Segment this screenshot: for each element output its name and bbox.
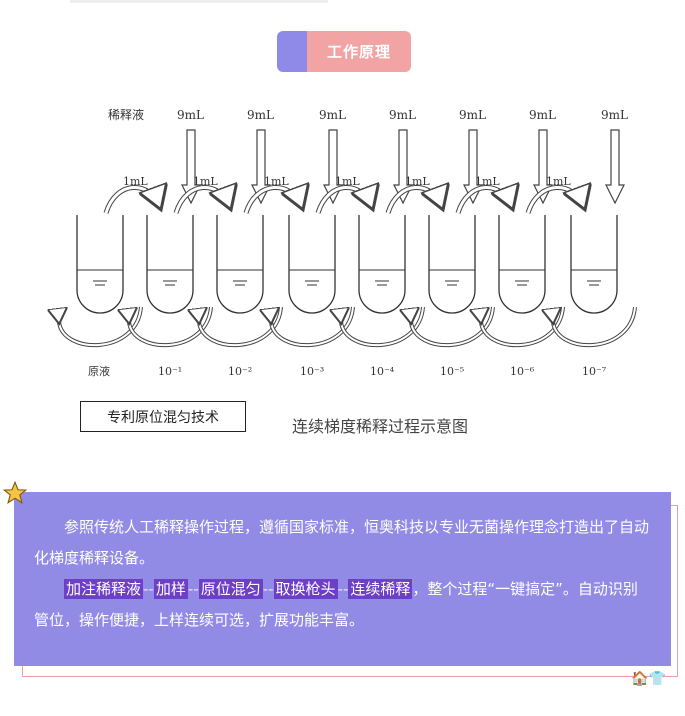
process-steps-paragraph: 加注稀释液--加样--原位混匀--取换枪头--连续稀释，整个过程“一键搞定”。自… <box>34 574 651 636</box>
transfer-arrow <box>455 185 515 214</box>
volume-1ml: 1mL <box>193 175 218 188</box>
test-tube <box>498 215 546 314</box>
step-separator: -- <box>337 580 349 598</box>
step-separator: -- <box>262 580 274 598</box>
patent-technology-box: 专利原位混匀技术 <box>80 401 246 432</box>
step-5: 连续稀释 <box>348 579 413 599</box>
process-tail: ，整个过程“一键搞定”。自动识别管位，操作便捷，上样连续可选，扩展功能丰富。 <box>34 580 638 629</box>
hat-icon: 👕 <box>648 671 666 687</box>
volume-9ml: 9mL <box>601 108 628 122</box>
diluent-arrow <box>393 129 413 205</box>
test-tube <box>358 215 406 314</box>
section-title: 工作原理 <box>307 31 411 72</box>
volume-9ml: 9mL <box>459 108 486 122</box>
transfer-arrow-inner <box>244 187 302 214</box>
section-title-badge: 工作原理 <box>277 31 411 72</box>
step-3: 原位混匀 <box>198 579 263 599</box>
tube-label: 10⁻¹ <box>158 365 182 378</box>
test-tube <box>216 215 264 314</box>
tube-label: 10⁻⁶ <box>510 365 535 378</box>
step-separator: -- <box>187 580 199 598</box>
diluent-arrow <box>463 129 483 205</box>
transfer-arrow <box>315 185 375 214</box>
transfer-arrow <box>173 185 233 214</box>
title-badge-accent <box>277 31 307 72</box>
transfer-arrow-inner <box>386 187 442 214</box>
volume-1ml: 1mL <box>264 175 289 188</box>
step-1: 加注稀释液 <box>64 579 144 599</box>
transfer-arrow-inner <box>526 187 584 214</box>
transfer-arrow-inner <box>316 187 372 214</box>
test-tube <box>146 215 194 314</box>
house-icon: 🏠 <box>631 671 649 687</box>
volume-1ml: 1mL <box>475 175 500 188</box>
transfer-arrow-inner <box>174 187 230 214</box>
test-tube <box>288 215 336 314</box>
transfer-arrow <box>103 185 163 214</box>
transfer-arrow <box>243 185 305 214</box>
tube-label: 10⁻² <box>228 365 252 378</box>
tube-label: 原液 <box>88 364 110 378</box>
transfer-arrow-inner <box>104 187 160 214</box>
volume-1ml: 1mL <box>123 175 148 188</box>
volume-9ml: 9mL <box>177 108 204 122</box>
diluent-arrow <box>533 129 553 205</box>
mixing-arrow-inner <box>553 307 636 347</box>
diluent-label: 稀释液 <box>108 107 144 122</box>
tube-label: 10⁻⁷ <box>582 365 607 378</box>
top-divider <box>70 0 328 3</box>
diluent-arrow <box>323 129 343 205</box>
step-separator: -- <box>143 580 154 598</box>
volume-9ml: 9mL <box>389 108 416 122</box>
transfer-arrow <box>385 185 445 214</box>
volume-9ml: 9mL <box>247 108 274 122</box>
volume-1ml: 1mL <box>405 175 430 188</box>
test-tube <box>76 215 124 314</box>
description-paragraph: 参照传统人工稀释操作过程，遵循国家标准，恒奥科技以专业无菌操作理念打造出了自动化… <box>34 518 650 567</box>
transfer-arrow <box>525 185 587 214</box>
test-tube <box>428 215 476 314</box>
volume-1ml: 1mL <box>335 175 360 188</box>
description-card: 参照传统人工稀释操作过程，遵循国家标准，恒奥科技以专业无菌操作理念打造出了自动化… <box>14 492 671 666</box>
diluent-arrow <box>251 129 271 205</box>
tube-label: 10⁻³ <box>300 365 324 378</box>
volume-9ml: 9mL <box>319 108 346 122</box>
diagram-caption: 连续梯度稀释过程示意图 <box>292 417 469 436</box>
transfer-arrow-inner <box>456 187 512 214</box>
volume-9ml: 9mL <box>529 108 556 122</box>
tube-label: 10⁻⁴ <box>370 365 395 378</box>
diluent-arrow <box>605 129 625 205</box>
tube-label: 10⁻⁵ <box>440 365 464 378</box>
volume-1ml: 1mL <box>546 175 571 188</box>
step-2: 加样 <box>153 579 188 599</box>
test-tube <box>570 215 618 314</box>
star-icon <box>2 480 28 504</box>
diluent-arrow <box>181 129 201 205</box>
step-4: 取换枪头 <box>273 579 338 599</box>
